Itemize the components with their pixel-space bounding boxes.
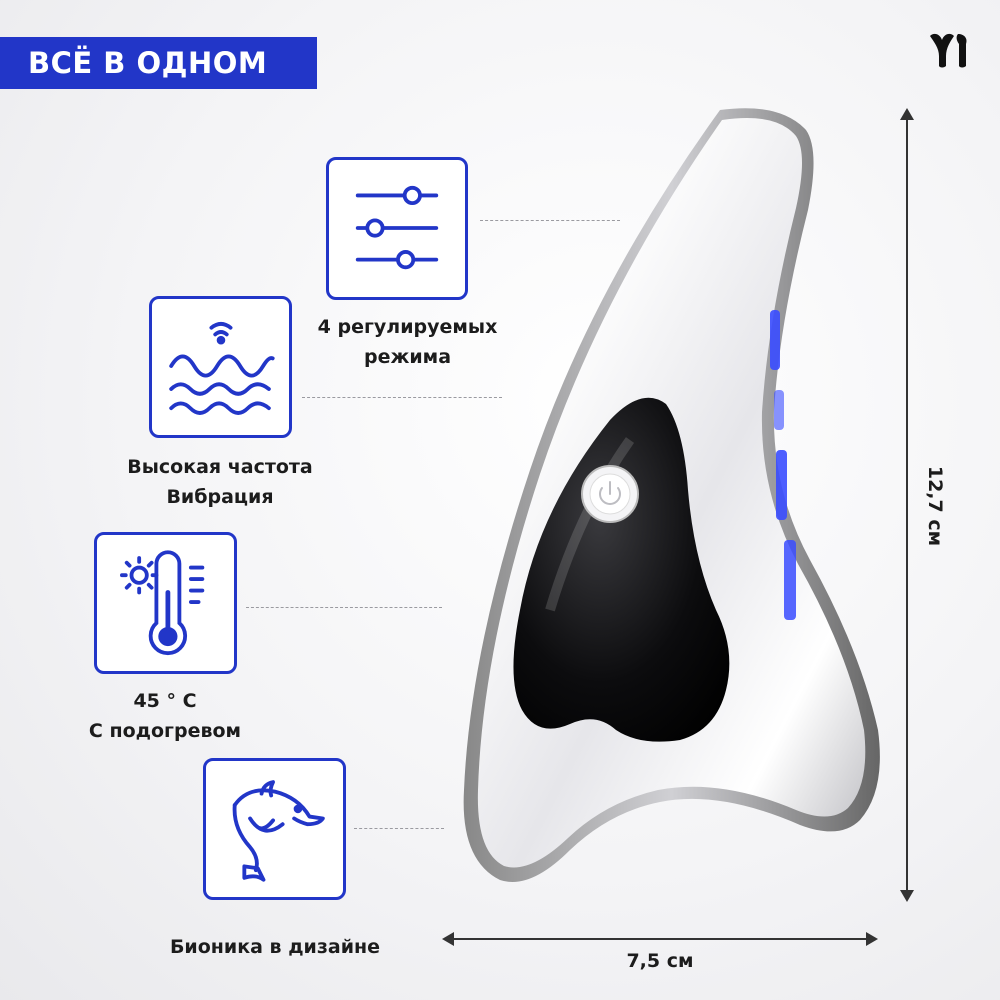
heat-label: 45 ° C С подогревом	[60, 686, 270, 746]
sliders-icon	[355, 185, 439, 270]
modes-icon-box	[326, 157, 468, 300]
modes-label: 4 регулируемых режима	[300, 312, 515, 372]
height-dimension-arrow	[900, 108, 914, 902]
modes-label-line1: 4 регулируемых	[317, 316, 498, 338]
vibration-label-line2: Вибрация	[166, 486, 274, 508]
modes-leader-line	[480, 220, 620, 221]
vibration-icon-box	[149, 296, 292, 438]
heat-label-line1: 45 ° C	[133, 690, 197, 712]
bionic-leader-line	[354, 828, 444, 829]
gua-sha-device-image	[420, 90, 890, 920]
thermometer-icon	[120, 550, 205, 656]
modes-label-line2: режима	[363, 346, 452, 368]
dolphin-icon	[232, 780, 325, 882]
banner-title: ВСЁ В ОДНОМ	[28, 46, 268, 80]
header-banner: ВСЁ В ОДНОМ	[0, 37, 317, 89]
bionic-icon-box	[203, 758, 346, 900]
vibration-leader-line	[302, 397, 502, 398]
wave-vibration-icon	[169, 321, 275, 415]
height-dimension-label: 12,7 см	[924, 465, 946, 547]
heat-leader-line	[246, 607, 442, 608]
heat-icon-box	[94, 532, 237, 674]
bionic-label: Бионика в дизайне	[140, 932, 410, 962]
heat-label-line2: С подогревом	[88, 720, 242, 742]
vibration-label: Высокая частота Вибрация	[110, 452, 330, 512]
width-dimension-label: 7,5 см	[626, 950, 694, 972]
brand-logo-icon	[928, 30, 970, 70]
bionic-label-line1: Бионика в дизайне	[169, 936, 381, 958]
vibration-label-line1: Высокая частота	[127, 456, 313, 478]
width-dimension-arrow	[442, 932, 878, 946]
